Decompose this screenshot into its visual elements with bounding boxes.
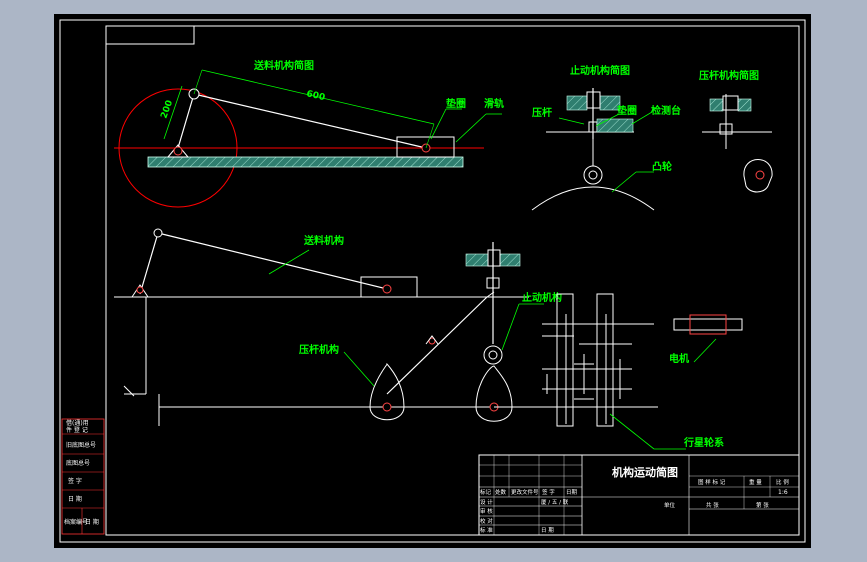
base-rail (147, 156, 464, 168)
stop-cam-main (475, 365, 513, 422)
svg-text:重 量: 重 量 (749, 478, 762, 486)
svg-text:底图总号: 底图总号 (66, 459, 90, 467)
svg-text:签 字: 签 字 (68, 477, 82, 485)
press-cam (743, 159, 773, 193)
svg-text:共 张: 共 张 (706, 501, 719, 509)
scale-value: 1:6 (778, 489, 788, 496)
feed-link (157, 232, 388, 290)
motor: 电机 (669, 314, 743, 365)
planetary-gear-train: 行星轮系 (494, 293, 724, 450)
slider-block (396, 136, 455, 158)
outer-border (59, 19, 806, 543)
svg-text:单位: 单位 (664, 501, 676, 509)
fixture-table-label: 检测台 (651, 104, 681, 117)
svg-text:厦 / 五 / 联: 厦 / 五 / 联 (541, 498, 569, 506)
dim-600-line (201, 69, 435, 125)
stop-mechanism-label: 止动机构 (522, 291, 562, 304)
press-rod-label: 压杆 (532, 106, 552, 119)
title-block: 机构运动简图 标记 处数 更改文件号 签 字 日期 设 计 厦 / 五 / 联 … (478, 454, 800, 536)
corner-code-box (105, 25, 195, 45)
mechanism-diagram: 600 200 送料机构简图 垫圈 滑轨 止动机构简图 压杆 垫圈 检测台 凸轮 (59, 19, 806, 543)
stop-roller-main (483, 345, 503, 365)
svg-text:第 张: 第 张 (756, 501, 769, 509)
stop-roller (583, 165, 603, 185)
crank-link (177, 93, 195, 149)
stop-mechanism-sketch: 止动机构简图 压杆 垫圈 检测台 凸轮 (531, 64, 681, 211)
svg-text:比 例: 比 例 (776, 478, 789, 486)
stop-mechanism-sketch-title: 止动机构简图 (570, 64, 630, 77)
press-mechanism-label: 压杆机构 (299, 343, 339, 356)
planetary-gear-label: 行星轮系 (683, 436, 724, 449)
svg-text:处数: 处数 (495, 488, 507, 496)
feed-mechanism-sketch: 600 200 送料机构简图 垫圈 滑轨 (114, 59, 504, 208)
svg-text:签 字: 签 字 (542, 488, 555, 496)
press-mechanism-sketch: 压杆机构简图 (699, 69, 773, 193)
feed-mechanism-sketch-title: 送料机构简图 (253, 59, 314, 72)
press-lever (386, 296, 488, 395)
dim-200-label: 200 (159, 99, 175, 120)
crank-pivot (173, 146, 183, 156)
drawing-title: 机构运动简图 (612, 465, 678, 479)
svg-text:校 对: 校 对 (480, 517, 493, 525)
svg-text:标 准: 标 准 (480, 526, 493, 534)
washer-label: 垫圈 (446, 97, 466, 110)
svg-text:标记: 标记 (480, 488, 492, 496)
svg-text:图 样 标 记: 图 样 标 记 (698, 478, 726, 486)
motor-label: 电机 (669, 352, 689, 365)
washer-2-label: 垫圈 (617, 104, 637, 117)
svg-text:日 期: 日 期 (541, 527, 554, 534)
svg-text:日 期: 日 期 (68, 495, 82, 503)
main-assembly: 送料机构 压杆机构 止动机构 (114, 228, 743, 450)
coupler-link (193, 93, 427, 149)
svg-text:日 期: 日 期 (85, 518, 99, 526)
drawing-sheet: 600 200 送料机构简图 垫圈 滑轨 止动机构简图 压杆 垫圈 检测台 凸轮 (54, 14, 811, 548)
svg-text:借(通)用: 借(通)用 (66, 419, 89, 427)
feed-mechanism-label: 送料机构 (303, 234, 344, 247)
svg-text:档案编号: 档案编号 (64, 518, 88, 526)
svg-text:审 核: 审 核 (480, 507, 493, 515)
slide-rail-label: 滑轨 (484, 97, 504, 110)
press-mechanism-sketch-title: 压杆机构简图 (699, 69, 759, 82)
svg-text:更改文件号: 更改文件号 (511, 488, 539, 496)
cam-label: 凸轮 (652, 160, 672, 173)
feed-slider (360, 276, 418, 298)
svg-text:旧底图总号: 旧底图总号 (66, 441, 96, 449)
inner-border (105, 25, 800, 536)
svg-text:日期: 日期 (566, 489, 578, 496)
dim-600-label: 600 (305, 89, 326, 103)
crank-support (166, 144, 190, 158)
side-table: 借(通)用 件 登 记 旧底图总号 底图总号 签 字 日 期 档案编号 日 期 (61, 418, 105, 535)
svg-text:设 计: 设 计 (480, 498, 493, 506)
svg-text:件 登 记: 件 登 记 (66, 426, 88, 434)
stop-cam-arc (531, 186, 655, 211)
press-cam-main (369, 363, 405, 421)
dim-200-line (163, 85, 183, 140)
fixture-table-block (596, 118, 634, 133)
